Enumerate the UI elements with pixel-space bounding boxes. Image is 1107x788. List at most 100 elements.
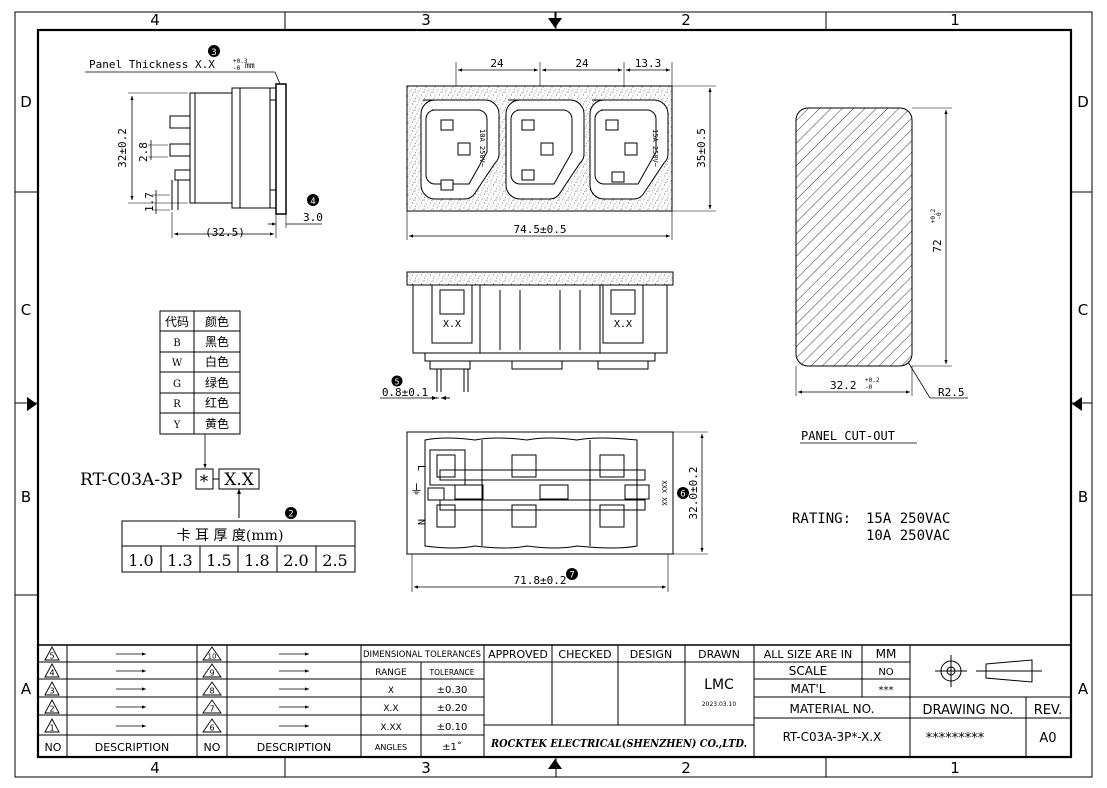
top-pin-dim: 0.8±0.1 [382,386,428,399]
callout-5: 5 [395,378,400,387]
rev-number: 8 [209,687,214,696]
rev-number: 2 [49,705,54,714]
front-pitch-1: 24 [490,57,504,70]
rev-number: 6 [209,724,214,733]
color-name: 红色 [205,395,229,410]
cutout-height-tol-upper: +0.2 [930,208,937,223]
color-name: 绿色 [205,375,229,390]
scale-value: NO [878,667,893,678]
row-label-right: B [1078,488,1088,506]
panel-thickness-label: Panel Thickness X.X [89,58,215,71]
rev-number: 9 [209,669,214,678]
cutout-height-dim: 72 [931,239,944,252]
all-size-label: ALL SIZE ARE IN [764,648,853,661]
side-dim-1-7: 1.7 [143,192,156,212]
matl-value: *** [879,685,894,696]
col-label-top: 4 [150,11,160,29]
callout-6: 6 [680,490,685,500]
thickness-value: 1.5 [206,551,231,570]
tolerance-value: ±1˚ [442,741,462,753]
front-height-dim: 35±0.5 [695,128,708,168]
rating-line-1: 15A 250VAC [866,511,950,527]
part-number-thickness-box: X.X [224,470,255,490]
drawing-no-value: ********* [926,731,985,746]
callout-3-badge [208,45,220,57]
callout-7: 7 [569,571,574,581]
sheet-frame [14,11,1093,778]
callout-5-badge [391,375,403,387]
outlet-3 [589,99,669,200]
rev-number: 5 [49,652,54,661]
col-label-bottom: 4 [150,759,160,777]
cutout-width-tol-upper: +0.2 [865,377,880,384]
color-code: R [173,399,181,410]
side-dim-2-8: 2.8 [137,142,150,162]
bottom-pin-n: N [415,519,426,525]
tolerance-range: X.X [383,704,398,714]
thickness-table-title: 卡 耳 厚 度(mm) [177,528,284,544]
drawing-no-label: DRAWING NO. [923,703,1014,718]
col-label-bottom: 2 [681,759,691,777]
tolerance-value: ±0.30 [437,685,468,696]
thickness-value: 1.0 [128,551,153,570]
all-size-value: MM [876,647,897,661]
side-height-dim: 32±0.2 [116,128,129,168]
bottom-height-dim: 32.0±0.2 [687,467,700,520]
centering-marks [27,12,1082,769]
front-width-dim: 74.5±0.5 [514,223,567,236]
material-no-label: MATERIAL NO. [790,702,875,716]
matl-label: MAT'L [791,682,826,696]
material-no-value: RT-C03A-3P*-X.X [783,730,882,744]
rating-line-2: 10A 250VAC [866,528,950,544]
row-label-left: C [21,301,31,319]
outlet-2 [505,99,585,200]
cutout-width-dim: 32.2 [830,379,857,392]
row-label-left: D [20,93,32,111]
rev-number: 3 [49,687,54,696]
callout-6-badge [677,487,689,499]
rev-number: 4 [49,669,54,678]
callout-7-badge [566,568,578,580]
callout-2-badge [285,507,297,519]
col-label-top: 3 [421,11,431,29]
top-view [380,271,674,400]
drawn-by: LMC [704,677,734,693]
bottom-pin-l: L [415,465,426,471]
callout-4: 4 [310,197,315,207]
title-block-grid [38,644,1071,757]
color-table-header-color: 颜色 [205,314,229,329]
rev-label: REV. [1034,703,1063,718]
part-number-boxes [195,468,260,518]
col-label-bottom: 3 [421,759,431,777]
revision-triangles [44,646,222,733]
panel-cutout [795,107,968,444]
scale-label: SCALE [789,664,827,678]
bottom-view [406,431,708,592]
thickness-value: 2.5 [322,551,347,570]
color-code: B [173,338,180,349]
top-label-left: X.X [443,319,461,330]
front-offset: 13.3 [635,57,662,70]
company-name: ROCKTEK ELECTRICAL(SHENZHEN) CO.,LTD. [490,737,747,750]
thickness-table [121,520,356,573]
rev-number: 7 [209,705,214,714]
panel-cutout-title: PANEL CUT-OUT [801,429,895,443]
rev-description-header: DESCRIPTION [257,741,331,754]
socket-rating-10a: 10A 250V~ [478,129,486,167]
design-label: DESIGN [630,648,672,661]
panel-thickness-tol-upper: +0.3 [233,58,248,65]
color-code: W [172,358,183,369]
drawn-date: 2023.03.10 [702,701,737,708]
color-table [159,310,241,468]
thickness-value: 1.3 [167,551,192,570]
col-label-top: 2 [681,11,691,29]
tolerance-range: ANGLES [375,743,407,752]
tolerances-range-header: RANGE [375,668,407,678]
panel-thickness-unit: mm [245,61,255,70]
front-view [406,62,716,240]
side-depth-dim: (32.5) [205,226,245,239]
top-label-right: X.X [614,319,632,330]
cutout-radius: R2.5 [938,386,965,399]
socket-rating-15a: 15A 250V~ [651,129,659,167]
